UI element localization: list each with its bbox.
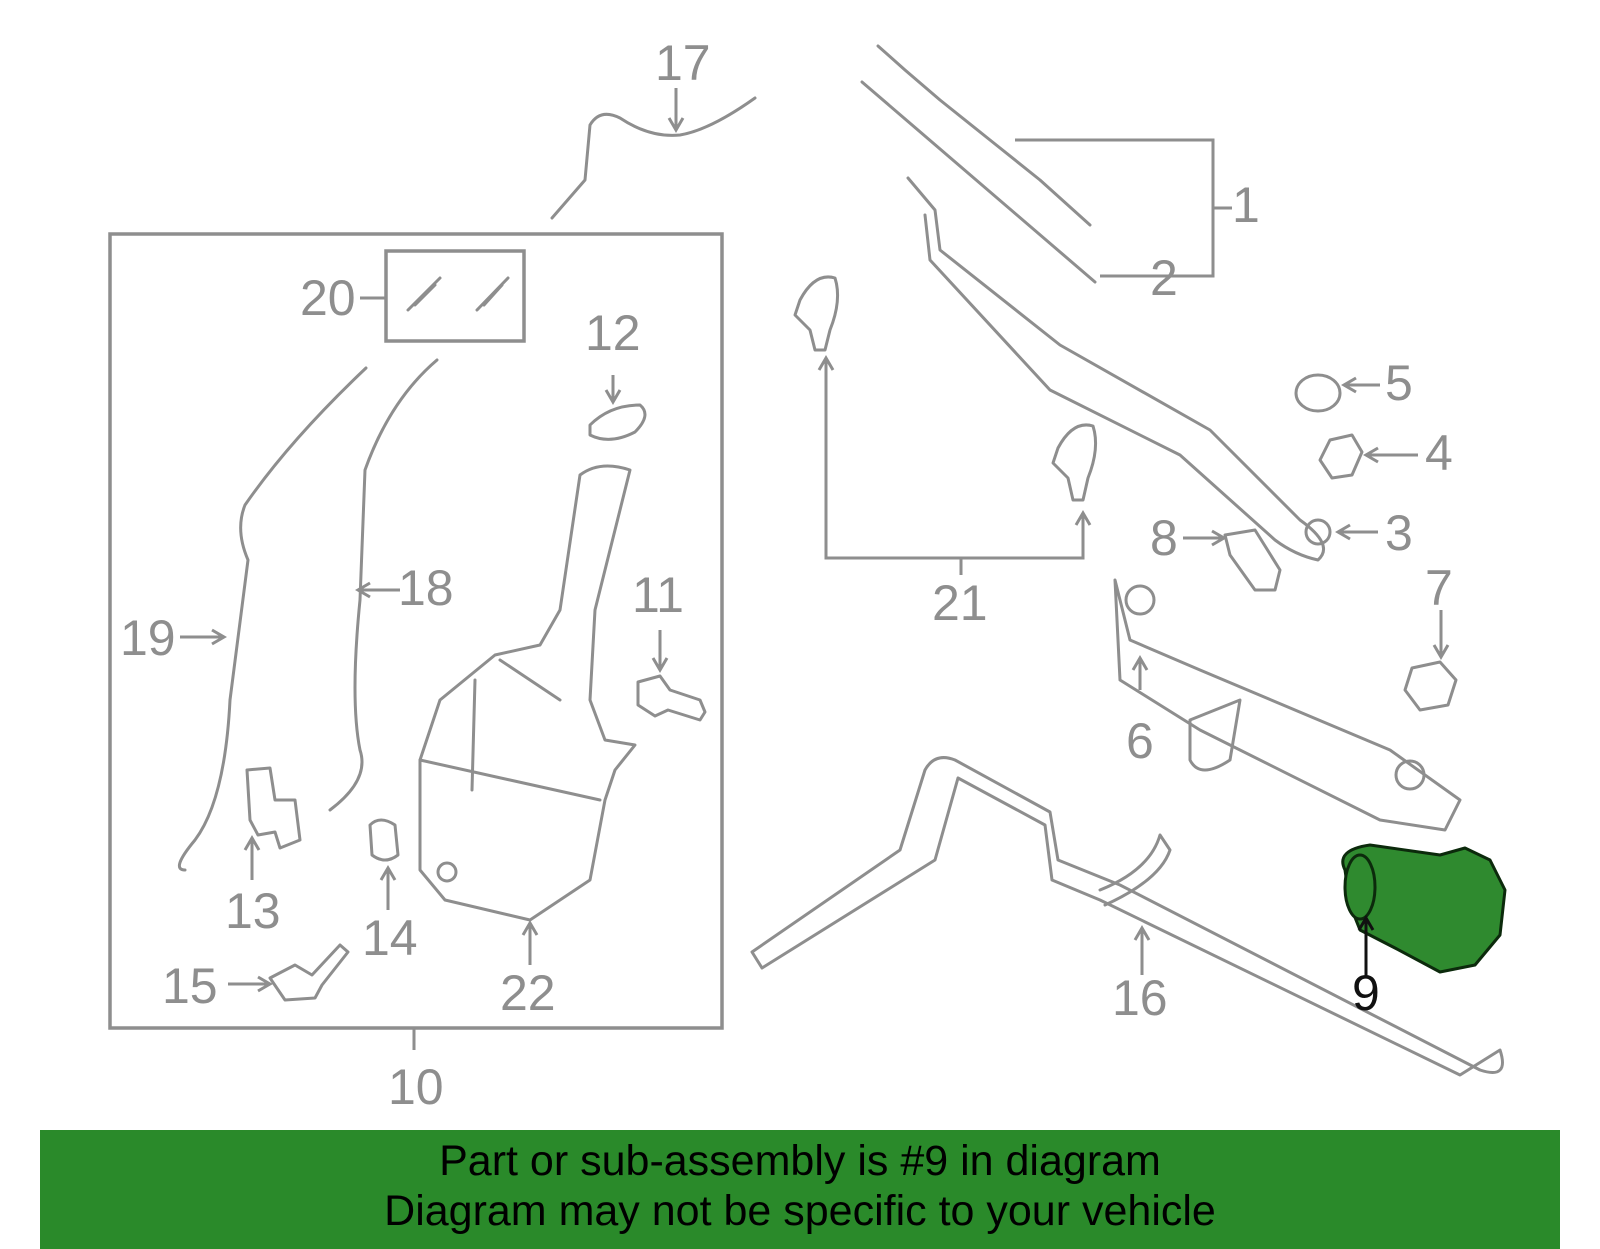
wiper-motor-9 — [1341, 843, 1507, 974]
leader-21 — [817, 355, 1092, 575]
exploded-parts-diagram: 17 1 2 5 4 3 8 7 6 21 9 16 20 12 18 19 1… — [108, 35, 1507, 1115]
callout-22: 22 — [500, 965, 556, 1021]
leader-15 — [228, 975, 273, 993]
nozzle-21a — [793, 275, 840, 352]
callout-8: 8 — [1150, 510, 1178, 566]
washer-reservoir-22 — [418, 464, 637, 922]
hose-17 — [550, 96, 757, 220]
callout-21: 21 — [932, 575, 988, 631]
leader-4 — [1363, 446, 1418, 464]
callout-18: 18 — [398, 560, 454, 616]
nozzle-21b — [1051, 423, 1098, 502]
leader-3 — [1335, 523, 1378, 541]
reservoir-detail — [418, 658, 602, 802]
leader-8 — [1183, 529, 1227, 547]
nut-7 — [1403, 660, 1458, 712]
grommet-14 — [368, 818, 400, 862]
hose-16 — [750, 756, 1504, 1077]
banner-part-note: Part or sub-assembly is #9 in diagram — [439, 1137, 1161, 1185]
leader-6 — [1131, 655, 1149, 690]
hose-18 — [328, 358, 439, 812]
leader-9 — [1357, 915, 1375, 978]
parts-20-frame — [384, 249, 526, 343]
leader-18 — [355, 581, 400, 599]
callout-7: 7 — [1425, 560, 1453, 616]
callout-5: 5 — [1385, 355, 1413, 411]
callout-14: 14 — [362, 910, 418, 966]
leader-12 — [604, 375, 622, 405]
leader-19 — [180, 628, 227, 646]
callout-19: 19 — [120, 610, 176, 666]
blade-insert-2 — [860, 80, 1097, 284]
info-banner: Part or sub-assembly is #9 in diagram Di… — [40, 1130, 1560, 1249]
leader-22 — [521, 920, 539, 965]
bracket-8 — [1223, 528, 1282, 592]
callout-13: 13 — [225, 883, 281, 939]
hose-19 — [177, 366, 368, 872]
leader-7 — [1432, 610, 1450, 660]
reservoir-assembly-frame — [108, 232, 724, 1030]
callout-12: 12 — [585, 305, 641, 361]
callout-3: 3 — [1385, 505, 1413, 561]
reservoir-outlet — [436, 861, 458, 883]
callout-16: 16 — [1112, 970, 1168, 1026]
filler-cap-12 — [588, 403, 647, 441]
leader-1-2 — [1015, 138, 1232, 278]
cap-5 — [1294, 373, 1342, 413]
banner-disclaimer: Diagram may not be specific to your vehi… — [384, 1187, 1216, 1235]
leader-16 — [1133, 925, 1151, 975]
wiper-linkage-6 — [1113, 578, 1462, 832]
plug-20b — [475, 276, 510, 312]
callout-1: 1 — [1232, 177, 1260, 233]
callout-17: 17 — [655, 35, 711, 91]
bolt-15 — [268, 943, 350, 1002]
callout-4: 4 — [1425, 425, 1453, 481]
linkage-bracket — [1188, 698, 1242, 772]
leader-5 — [1341, 376, 1380, 394]
leader-14 — [379, 865, 397, 910]
leader-17 — [667, 88, 685, 133]
nut-4 — [1318, 433, 1364, 480]
callout-6: 6 — [1126, 713, 1154, 769]
callout-20: 20 — [300, 270, 356, 326]
wiper-motor-cap — [1343, 853, 1377, 921]
leader-11 — [651, 630, 669, 673]
arm-pivot — [1304, 518, 1332, 546]
wiper-arm-3 — [906, 176, 1325, 562]
plug-20a — [406, 276, 442, 312]
washer-pump-13 — [245, 766, 302, 850]
linkage-pivot-right — [1394, 759, 1426, 791]
callout-10: 10 — [388, 1059, 444, 1115]
leader-13 — [243, 835, 261, 880]
linkage-pivot-left — [1124, 584, 1156, 616]
callout-11: 11 — [632, 567, 684, 623]
hose-16-branch — [1098, 833, 1172, 907]
wiper-blade-1 — [876, 44, 1092, 227]
callout-9: 9 — [1352, 965, 1380, 1021]
callout-2: 2 — [1150, 250, 1178, 306]
bolt-11 — [636, 674, 707, 722]
callout-15: 15 — [162, 958, 218, 1014]
